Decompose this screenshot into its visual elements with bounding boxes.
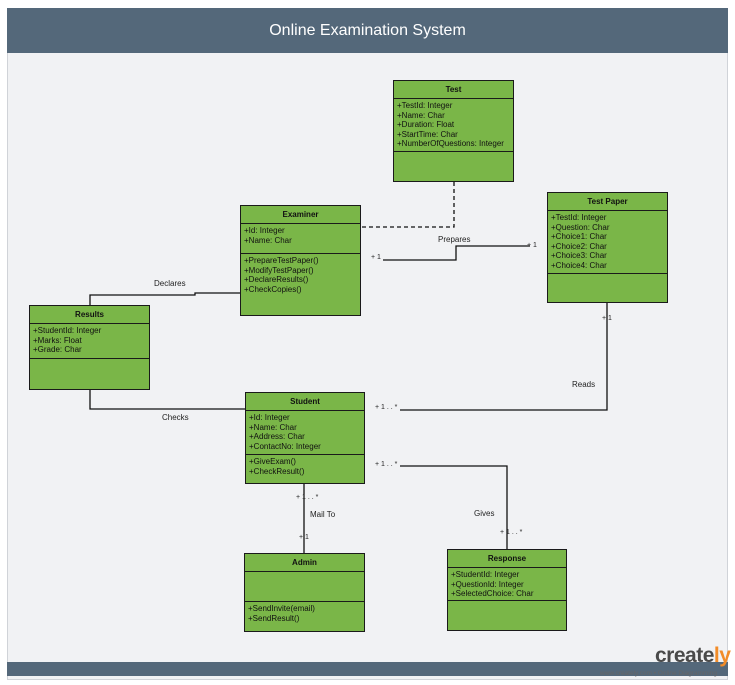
- class-response[interactable]: Response +StudentId: Integer +QuestionId…: [447, 549, 567, 631]
- operation: +GiveExam(): [249, 457, 296, 466]
- multiplicity-testpaper-prepares: + 1: [527, 242, 537, 249]
- class-results-name: Results: [30, 306, 149, 324]
- multiplicity-testpaper-reads: + 1: [602, 315, 612, 322]
- attribute: +Question: Char: [551, 222, 610, 232]
- attribute: +Choice1: Char: [551, 232, 607, 242]
- reads-association-line: [400, 303, 608, 411]
- class-admin[interactable]: Admin +SendInvite(email) +SendResult(): [244, 553, 365, 632]
- class-admin-attributes: [245, 572, 364, 602]
- prepares-association-line: [383, 245, 530, 261]
- checks-association-line: [89, 390, 245, 410]
- creately-logo: creately: [655, 644, 731, 668]
- class-testpaper[interactable]: Test Paper +TestId: Integer +Question: C…: [547, 192, 668, 303]
- gives-association-line: [400, 465, 508, 549]
- attribute: +Name: Char: [249, 422, 297, 432]
- class-test-operations: [394, 152, 513, 154]
- attribute: +SelectedChoice: Char: [451, 589, 534, 599]
- attribute: +StudentId: Integer: [451, 570, 520, 579]
- label-checks: Checks: [162, 413, 189, 422]
- operation: +SendInvite(email): [248, 604, 315, 613]
- attribute: +Choice2: Char: [551, 241, 607, 251]
- attribute: +TestId: Integer: [551, 213, 607, 222]
- multiplicity-examiner-prepares: + 1: [371, 254, 381, 261]
- attribute: +Address: Char: [249, 432, 305, 442]
- attribute: +Grade: Char: [33, 345, 82, 355]
- class-testpaper-name: Test Paper: [548, 193, 667, 211]
- label-mail-to: Mail To: [310, 510, 336, 519]
- label-reads: Reads: [572, 380, 596, 389]
- class-examiner-operations: +PrepareTestPaper() +ModifyTestPaper() +…: [241, 254, 360, 294]
- multiplicity-student-mail: + 1 . . *: [296, 494, 319, 501]
- attribute: +StartTime: Char: [397, 129, 458, 139]
- attribute: +TestId: Integer: [397, 101, 453, 110]
- class-student-name: Student: [246, 393, 364, 411]
- multiplicity-student-gives: + 1 . . *: [375, 461, 398, 468]
- attribute: +QuestionId: Integer: [451, 579, 524, 589]
- operation: +DeclareResults(): [244, 275, 309, 285]
- class-examiner-name: Examiner: [241, 206, 360, 224]
- class-testpaper-attributes: +TestId: Integer +Question: Char +Choice…: [548, 211, 667, 274]
- class-examiner[interactable]: Examiner +Id: Integer +Name: Char +Prepa…: [240, 205, 361, 316]
- class-results-operations: [30, 359, 149, 361]
- class-response-operations: [448, 601, 566, 603]
- operation: +CheckResult(): [249, 466, 305, 476]
- logo-text: create: [655, 644, 714, 667]
- class-results[interactable]: Results +StudentId: Integer +Marks: Floa…: [29, 305, 150, 390]
- attribute: +Duration: Float: [397, 120, 455, 130]
- class-results-attributes: +StudentId: Integer +Marks: Float +Grade…: [30, 324, 149, 359]
- class-admin-name: Admin: [245, 554, 364, 572]
- declares-association-line: [89, 292, 240, 305]
- attribute: +Marks: Float: [33, 335, 82, 345]
- class-response-name: Response: [448, 550, 566, 568]
- label-prepares: Prepares: [438, 235, 471, 244]
- class-test[interactable]: Test +TestId: Integer +Name: Char +Durat…: [393, 80, 514, 182]
- label-declares: Declares: [154, 279, 186, 288]
- class-student-operations: +GiveExam() +CheckResult(): [246, 455, 364, 476]
- class-admin-operations: +SendInvite(email) +SendResult(): [245, 602, 364, 623]
- label-gives: Gives: [474, 509, 495, 518]
- class-student-attributes: +Id: Integer +Name: Char +Address: Char …: [246, 411, 364, 455]
- attribute: +NumberOfQuestions: Integer: [397, 139, 504, 149]
- multiplicity-student-reads: + 1 . . *: [375, 404, 398, 411]
- operation: +ModifyTestPaper(): [244, 265, 314, 275]
- attribute: +Choice4: Char: [551, 260, 607, 270]
- multiplicity-response-gives: + 1 . . *: [500, 529, 523, 536]
- class-examiner-attributes: +Id: Integer +Name: Char: [241, 224, 360, 254]
- logo-text-accent: ly: [713, 644, 731, 667]
- creately-tagline: www.creately.com • Online Diagramming: [600, 670, 718, 677]
- attribute: +Name: Char: [397, 110, 445, 120]
- class-student[interactable]: Student +Id: Integer +Name: Char +Addres…: [245, 392, 365, 484]
- class-response-attributes: +StudentId: Integer +QuestionId: Integer…: [448, 568, 566, 601]
- operation: +CheckCopies(): [244, 284, 302, 294]
- attribute: +StudentId: Integer: [33, 326, 102, 335]
- diagram-title: Online Examination System: [269, 22, 466, 39]
- attribute: +Id: Integer: [249, 413, 290, 422]
- attribute: +Name: Char: [244, 235, 292, 245]
- class-testpaper-operations: [548, 274, 667, 276]
- attribute: +ContactNo: Integer: [249, 441, 321, 451]
- multiplicity-admin-mail: + 1: [299, 534, 309, 541]
- operation: +PrepareTestPaper(): [244, 256, 319, 265]
- class-test-attributes: +TestId: Integer +Name: Char +Duration: …: [394, 99, 513, 152]
- attribute: +Id: Integer: [244, 226, 285, 235]
- class-test-name: Test: [394, 81, 513, 99]
- attribute: +Choice3: Char: [551, 251, 607, 261]
- footer-bar: [7, 662, 728, 676]
- operation: +SendResult(): [248, 613, 300, 623]
- test-examiner-dependency-line: [361, 182, 455, 228]
- title-bar: Online Examination System: [7, 8, 728, 53]
